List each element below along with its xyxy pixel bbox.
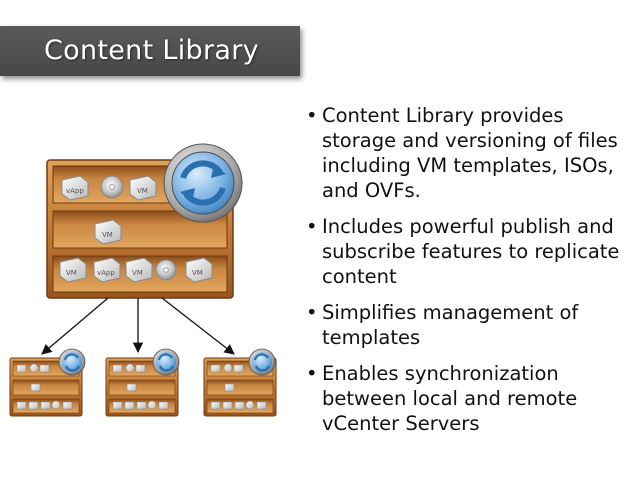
- vm-box-icon: VM: [94, 219, 122, 245]
- vapp-box-icon: vApp: [61, 175, 89, 201]
- main-library-items: vApp VM VM VM vApp VM VM: [59, 175, 213, 283]
- svg-text:VM: VM: [132, 269, 143, 277]
- bullet-item: •Simplifies management of templates: [306, 301, 579, 349]
- bullet-list: •Content Library provides storage and ve…: [304, 103, 634, 447]
- bullet-item: •Includes powerful publish and subscribe…: [306, 215, 620, 288]
- vapp-box-icon: vApp: [93, 257, 121, 283]
- iso-disc-icon: [100, 175, 124, 199]
- vm-box-icon: VM: [185, 257, 213, 283]
- sync-arrows-icon: [163, 143, 243, 223]
- subscriber-library-cabinet: [105, 348, 180, 417]
- slide-title: Content Library: [44, 35, 259, 66]
- title-bar: Content Library: [0, 26, 300, 76]
- subscriber-library-cabinet: [203, 348, 277, 417]
- publish-arrows: [41, 297, 235, 355]
- bullet-item: •Enables synchronization between local a…: [306, 362, 578, 435]
- svg-text:VM: VM: [102, 231, 113, 239]
- svg-text:VM: VM: [192, 269, 203, 277]
- svg-text:VM: VM: [137, 187, 148, 195]
- svg-text:vApp: vApp: [66, 187, 84, 195]
- sync-arrows-icon: [58, 348, 86, 376]
- vm-box-icon: VM: [59, 257, 87, 283]
- sync-arrows-icon: [152, 348, 180, 376]
- svg-text:vApp: vApp: [97, 269, 115, 277]
- subscriber-library-cabinet: [9, 348, 86, 417]
- sync-arrows-icon: [248, 348, 276, 376]
- vm-box-icon: VM: [125, 257, 153, 283]
- svg-text:VM: VM: [66, 269, 77, 277]
- iso-disc-icon: [155, 259, 177, 281]
- vm-box-icon: VM: [129, 175, 157, 201]
- bullet-item: •Content Library provides storage and ve…: [306, 104, 618, 202]
